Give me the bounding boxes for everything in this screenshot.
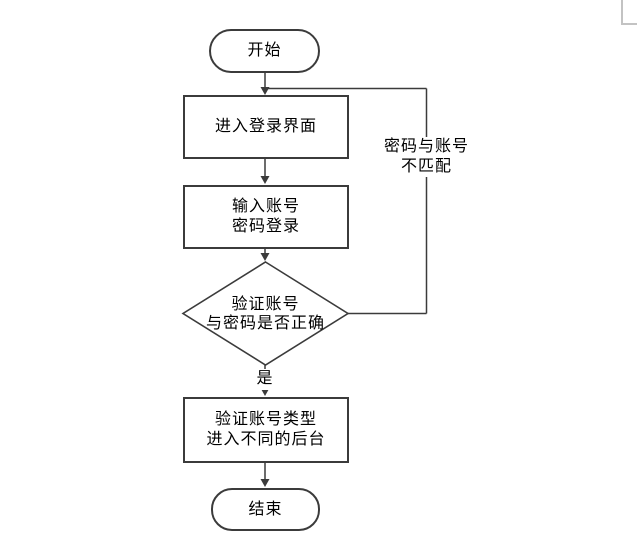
arrowhead-into-decision	[260, 253, 270, 261]
arrowhead-into-enter-login	[260, 87, 270, 95]
edge-label-mismatch: 密码与账号 不匹配	[380, 137, 473, 177]
process-route-backend-line2: 进入不同的后台	[206, 431, 326, 448]
edge-label-yes: 是	[253, 369, 277, 390]
process-input-credentials-line2: 密码登录	[231, 218, 300, 235]
process-enter-login-node: 进入登录界面	[183, 95, 349, 159]
edge-label-yes-text: 是	[256, 370, 274, 387]
end-label: 结束	[248, 500, 283, 518]
process-route-backend-line1: 验证账号类型	[214, 411, 317, 428]
arrowhead-into-input	[260, 176, 270, 184]
arrowhead-into-route	[260, 388, 270, 396]
process-route-backend-node: 验证账号类型 进入不同的后台	[183, 397, 349, 463]
process-input-credentials-line1: 输入账号	[231, 198, 300, 215]
decision-verify-shape	[181, 261, 350, 366]
process-enter-login-label: 进入登录界面	[214, 118, 317, 135]
edge-label-mismatch-line2: 不匹配	[400, 158, 452, 175]
arrowhead-into-end	[260, 479, 270, 487]
start-label: 开始	[247, 42, 282, 59]
page-corner-mark	[621, 0, 637, 25]
decision-verify-line2: 与密码是否正确	[205, 314, 325, 332]
process-input-credentials-node: 输入账号 密码登录	[183, 185, 349, 249]
decision-verify-line1: 验证账号	[231, 295, 300, 313]
end-node: 结束	[211, 488, 320, 531]
edge-label-mismatch-line1: 密码与账号	[383, 138, 469, 155]
start-node: 开始	[209, 29, 320, 73]
decision-verify-label: 验证账号 与密码是否正确	[188, 292, 343, 335]
